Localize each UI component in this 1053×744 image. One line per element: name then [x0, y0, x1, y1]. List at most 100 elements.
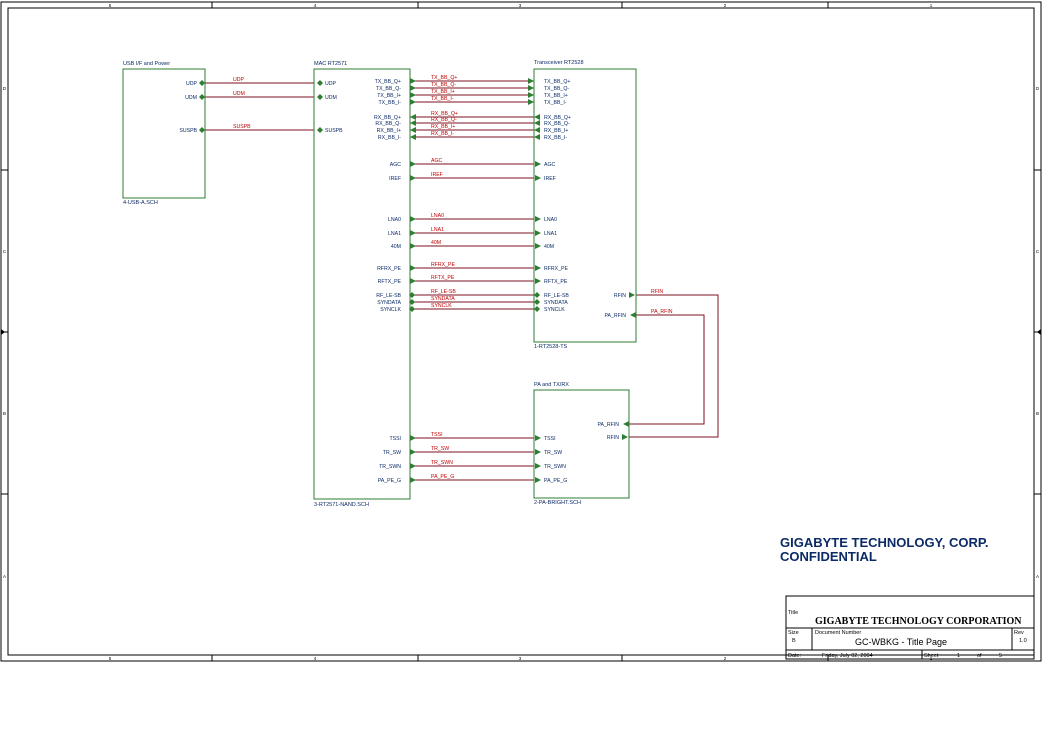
- pin-bidir: [409, 292, 415, 298]
- net-label-mac-transceiver: RX_BB_I+: [431, 124, 455, 130]
- mac-pin-label: TSSI: [389, 436, 401, 442]
- pin-arrow: [535, 243, 541, 249]
- mac-pin-label: PA_PE_G: [378, 478, 401, 484]
- pin-arrow: [528, 92, 534, 98]
- mac-pin-label: AGC: [390, 162, 401, 168]
- usb-pin-label: UDM: [185, 95, 197, 101]
- size-value: B: [792, 638, 796, 644]
- net-label-mac-pa: PA_PE_G: [431, 474, 454, 480]
- frame-row-label: C: [3, 249, 7, 254]
- pa-pin-label: TSSI: [544, 436, 556, 442]
- pin-arrow: [528, 99, 534, 105]
- frame-row-label: B: [1036, 411, 1039, 416]
- center-mark: [1, 329, 5, 335]
- net-label-mac-transceiver: RF_LE-SB: [431, 289, 456, 295]
- pin-arrow: [410, 114, 416, 120]
- pin-arrow: [528, 78, 534, 84]
- rev-value: 1.0: [1019, 638, 1027, 644]
- pin-bidir: [317, 127, 323, 133]
- transceiver-pin-label: LNA1: [544, 231, 557, 237]
- transceiver-pin-label: LNA0: [544, 217, 557, 223]
- pin-arrow: [534, 120, 540, 126]
- net-label-mac-transceiver: IREF: [431, 172, 443, 178]
- pa-pin-label: TR_SWN: [544, 464, 566, 470]
- pin-bidir: [199, 80, 205, 86]
- pa-pin-label: TR_SW: [544, 450, 562, 456]
- company-notice: GIGABYTE TECHNOLOGY, CORP. CONFIDENTIAL: [780, 535, 989, 564]
- mac-pin-label: TR_SWN: [379, 464, 401, 470]
- pin-arrow: [410, 161, 416, 167]
- transceiver-pin-label: 40M: [544, 244, 554, 250]
- net-labels: UDPUDMSUSPBTX_BB_Q+TX_BB_Q-TX_BB_I+TX_BB…: [233, 75, 673, 480]
- block-pa[interactable]: [533, 389, 630, 499]
- date-label: Date:: [788, 653, 802, 659]
- pin-bidir: [199, 127, 205, 133]
- transceiver-pin-label: TX_BB_Q-: [544, 86, 569, 92]
- net-label-usb-mac: UDP: [233, 77, 244, 83]
- block-usb[interactable]: [122, 68, 206, 199]
- mac-pin-label: LNA0: [388, 217, 401, 223]
- pin-arrow: [535, 463, 541, 469]
- block-mac-footer: 3-RT2571-NAND.SCH: [314, 502, 369, 508]
- transceiver-pin-label: AGC: [544, 162, 555, 168]
- of-value: 5: [999, 653, 1002, 659]
- net-label-mac-transceiver: RFRX_PE: [431, 262, 455, 268]
- pin-arrow: [534, 134, 540, 140]
- pin-arrow: [535, 278, 541, 284]
- transceiver-pin-label: TX_BB_Q+: [544, 79, 570, 85]
- frame-col-label: 3: [519, 656, 522, 661]
- pin-bidir: [317, 94, 323, 100]
- net-label-mac-transceiver: TX_BB_I+: [431, 89, 455, 95]
- transceiver-pin-label: IREF: [544, 176, 556, 182]
- net-label-mac-pa: TR_SW: [431, 446, 449, 452]
- net-label-mac-pa: TSSI: [431, 432, 443, 438]
- pa-pin-label: PA_PE_G: [544, 478, 567, 484]
- pin-arrow: [535, 230, 541, 236]
- pin-arrow: [534, 127, 540, 133]
- net-label-mac-transceiver: TX_BB_I-: [431, 96, 454, 102]
- transceiver-pin-label: RFIN: [614, 293, 626, 299]
- frame-row-label: D: [3, 86, 7, 91]
- frame-row-label: D: [1036, 86, 1040, 91]
- transceiver-pin-label: PA_RFIN: [604, 313, 626, 319]
- transceiver-pin-label: RF_LE-SB: [544, 293, 569, 299]
- pin-arrow: [535, 161, 541, 167]
- pin-arrow: [410, 127, 416, 133]
- net-label-mac-transceiver: RFTX_PE: [431, 275, 455, 281]
- net-label-usb-mac: UDM: [233, 91, 245, 97]
- net-label-mac-transceiver: SYNDATA: [431, 296, 455, 302]
- net-label-mac-transceiver: LNA1: [431, 227, 444, 233]
- pin-arrow: [410, 278, 416, 284]
- size-label: Size: [788, 630, 799, 636]
- pin-bidir: [317, 80, 323, 86]
- net-label-mac-transceiver: RX_BB_Q-: [431, 117, 457, 123]
- mac-pin-label: IREF: [389, 176, 401, 182]
- block-transceiver[interactable]: [533, 68, 637, 343]
- pin-arrow: [528, 85, 534, 91]
- net-label-mac-transceiver: SYNCLK: [431, 303, 452, 309]
- pin-arrow: [535, 477, 541, 483]
- pin-arrow: [410, 92, 416, 98]
- mac-pin-label: SYNDATA: [377, 300, 401, 306]
- pin-arrow: [410, 477, 416, 483]
- company-name: GIGABYTE TECHNOLOGY, CORP.: [780, 535, 989, 550]
- pin-arrow: [410, 265, 416, 271]
- pin-arrow: [410, 449, 416, 455]
- mac-pin-label: RF_LE-SB: [376, 293, 401, 299]
- mac-pin-label: TX_BB_I-: [379, 100, 402, 106]
- transceiver-pin-label: TX_BB_I+: [544, 93, 568, 99]
- pin-arrow: [410, 78, 416, 84]
- frame-col-label: 2: [724, 3, 727, 8]
- mac-pin-label: SYNCLK: [380, 307, 401, 313]
- frame-row-label: A: [3, 574, 6, 579]
- pa-pin-label: RFIN: [607, 435, 619, 441]
- mac-pin-label: SUSPB: [325, 128, 343, 134]
- mac-pin-label: TR_SW: [383, 450, 401, 456]
- pin-arrow: [535, 216, 541, 222]
- mac-pin-label: RFTX_PE: [378, 279, 402, 285]
- pin-bidir: [534, 292, 540, 298]
- transceiver-pin-label: RFTX_PE: [544, 279, 568, 285]
- pin-arrow: [535, 175, 541, 181]
